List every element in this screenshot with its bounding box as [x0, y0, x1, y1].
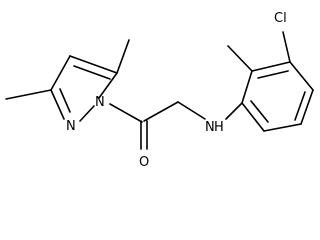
- bond-c3-c4: [289, 61, 314, 91]
- atom-label-n2: N: [66, 119, 76, 134]
- bond-c1-c2: [241, 70, 253, 104]
- bond-c2-c3: [251, 61, 291, 72]
- bond-c5-c4-inner: [73, 65, 111, 80]
- atom-label-cl: Cl: [274, 11, 287, 26]
- atom-label-o: O: [139, 155, 149, 170]
- bond-c3-methyl: [5, 89, 52, 100]
- bond-carbonyl-ch2: [143, 101, 179, 122]
- bond-n1-c5: [98, 72, 118, 99]
- bond-c6-c1-inner: [250, 100, 269, 123]
- atom-label-nh-h: H: [214, 120, 224, 135]
- bond-ch2-nh: [177, 101, 206, 120]
- molecule-diagram: Cl N H O N N: [5, 11, 314, 170]
- bond-n2-n1: [79, 105, 95, 122]
- benzene-ring: [241, 61, 314, 132]
- bond-c5-c6: [263, 123, 302, 132]
- bond-c6-c1: [241, 102, 265, 132]
- atom-label-nh-n: N: [205, 120, 215, 135]
- bond-c4-c5-inner: [294, 91, 306, 121]
- bond-c2-c3-inner: [257, 70, 289, 79]
- bond-nh-aryl: [225, 102, 243, 120]
- bond-c5-c4: [69, 55, 118, 74]
- bond-c3-n2: [50, 89, 65, 120]
- bond-aryl-cl: [282, 31, 291, 63]
- bond-c5-methyl: [116, 39, 130, 74]
- bond-n1-carbonyl: [109, 103, 143, 123]
- atom-label-n1: N: [95, 95, 105, 110]
- pyrazole-ring: [50, 55, 118, 122]
- bond-c3-n2-inner: [59, 88, 71, 113]
- bond-c4-c3: [50, 55, 71, 91]
- structure-drawing: Cl N H O N N: [5, 11, 314, 170]
- bond-c4-c5: [300, 89, 314, 125]
- bond-aryl-methyl: [227, 45, 253, 72]
